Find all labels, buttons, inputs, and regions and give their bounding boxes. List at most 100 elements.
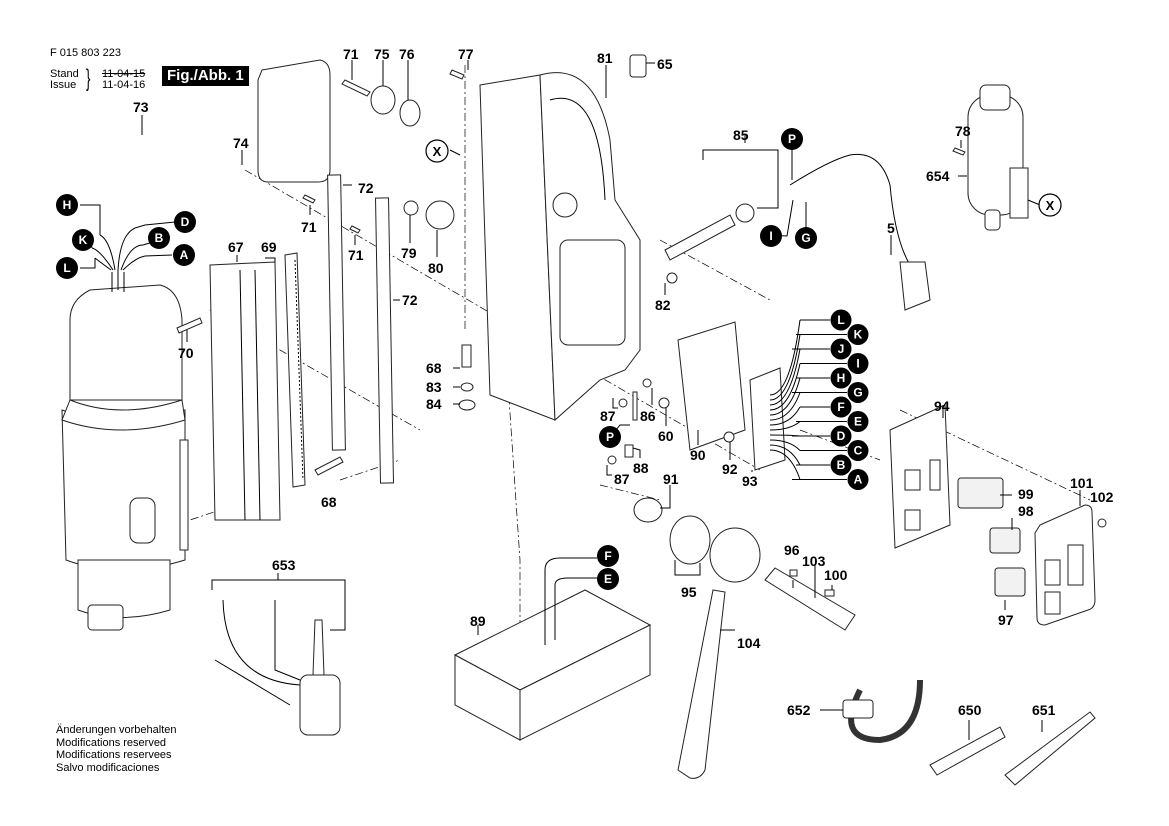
clamp-652: [842, 699, 874, 719]
svg-text:P: P: [788, 132, 796, 146]
part-label-70: 70: [178, 345, 194, 361]
part-label-87-bottom: 87: [614, 471, 630, 487]
wire-badge: L: [56, 257, 78, 279]
accessory-set-653: [211, 573, 346, 736]
part-label-93: 93: [742, 473, 758, 489]
part-label-84: 84: [426, 396, 442, 412]
rail-72a: [327, 174, 346, 451]
cap-75: [370, 85, 396, 115]
screw-92: [723, 431, 735, 443]
part-label-72-side: 72: [402, 292, 418, 308]
board-wire: [769, 348, 801, 406]
wire-badge: G: [795, 227, 817, 249]
part-label-67: 67: [228, 239, 244, 255]
svg-text:E: E: [854, 415, 862, 429]
notice-line-de: Änderungen vorbehalten: [56, 724, 177, 736]
screw-82: [666, 272, 678, 284]
svg-text:G: G: [801, 231, 810, 245]
part-label-97: 97: [998, 612, 1014, 628]
board-wire: [769, 439, 801, 451]
svg-text:H: H: [63, 198, 72, 212]
wire-badge: K: [847, 324, 869, 345]
svg-text:I: I: [856, 357, 859, 371]
part-label-86: 86: [640, 408, 656, 424]
wire-badge: I: [847, 353, 869, 374]
control-box-90: [677, 321, 746, 451]
screw-102: [1097, 518, 1107, 528]
board-wire: [769, 377, 801, 416]
svg-text:P: P: [606, 430, 614, 444]
guide-rail-67: [209, 261, 281, 521]
faceplate-101: [1034, 504, 1096, 626]
brace-symbol: }: [86, 65, 91, 92]
issue-date: 11-04-16: [102, 79, 146, 91]
svg-text:G: G: [853, 386, 862, 400]
svg-text:X: X: [1046, 198, 1055, 213]
part-label-104: 104: [737, 635, 761, 651]
board-wire: [769, 406, 801, 426]
cable-gland: [735, 203, 755, 223]
key-96: [789, 569, 798, 577]
screw-71-top: [341, 79, 371, 97]
wire-badge: L: [830, 309, 852, 331]
part-label-68-bottom: 68: [321, 494, 337, 510]
drill-motor: [61, 270, 189, 631]
part-label-74: 74: [233, 135, 249, 151]
switch-plate-94: [889, 404, 951, 549]
clip-88: [624, 444, 634, 458]
board-wire: [769, 449, 801, 480]
svg-text:E: E: [604, 572, 612, 586]
svg-text:A: A: [854, 473, 863, 487]
part-label-101: 101: [1070, 475, 1094, 491]
hose-73-inner: [117, 137, 215, 246]
wire-badge: B: [148, 227, 170, 249]
switch-link-badge: P: [599, 424, 630, 448]
modifications-notice: Änderungen vorbehalten Modifications res…: [56, 724, 176, 774]
svg-text:B: B: [155, 231, 164, 245]
part-label-653: 653: [272, 557, 296, 573]
screw-77: [449, 69, 465, 80]
wire-badge: F: [597, 545, 619, 567]
gear-80: [425, 200, 455, 230]
power-plug-5: [899, 261, 931, 311]
svg-text:F: F: [604, 549, 611, 563]
wire-badge: B: [830, 454, 852, 476]
handle-104: [677, 589, 726, 779]
part-label-92: 92: [722, 461, 738, 477]
issue-label: Issue: [50, 79, 77, 91]
part-label-90: 90: [690, 447, 706, 463]
svg-text:X: X: [433, 144, 442, 159]
board-wire: [769, 434, 801, 437]
stand-label: Stand: [50, 68, 79, 80]
part-label-99: 99: [1018, 486, 1034, 502]
part-label-68-top: 68: [426, 360, 442, 376]
stand-column-81: [479, 72, 641, 422]
plug-65: [629, 54, 647, 78]
wire-badge: E: [847, 411, 869, 432]
wire-badge: I: [760, 225, 782, 247]
part-label-73: 73: [133, 99, 149, 115]
screw-70: [176, 317, 203, 334]
part-label-72-top: 72: [358, 180, 374, 196]
nut-87-a: [618, 398, 628, 408]
part-label-76: 76: [399, 46, 415, 62]
document-number: F 015 803 223: [50, 47, 121, 59]
power-cable: [789, 153, 911, 266]
screw-71-a: [302, 194, 316, 204]
part-label-85: 85: [733, 127, 749, 143]
cable-wire-badges: P I G: [760, 128, 817, 249]
washer-83: [460, 382, 474, 392]
screw-68-top: [461, 344, 472, 368]
magnet-base-89: [453, 557, 652, 741]
screw-60: [658, 397, 670, 409]
washer-84: [458, 399, 476, 411]
board-wire: [769, 444, 801, 466]
motor-wires: [80, 204, 176, 271]
rack-69: [284, 252, 306, 488]
svg-text:K: K: [79, 233, 88, 247]
wire-badge: P: [781, 128, 803, 150]
leader-lines: [141, 60, 1081, 740]
wire-badge: A: [847, 469, 869, 490]
